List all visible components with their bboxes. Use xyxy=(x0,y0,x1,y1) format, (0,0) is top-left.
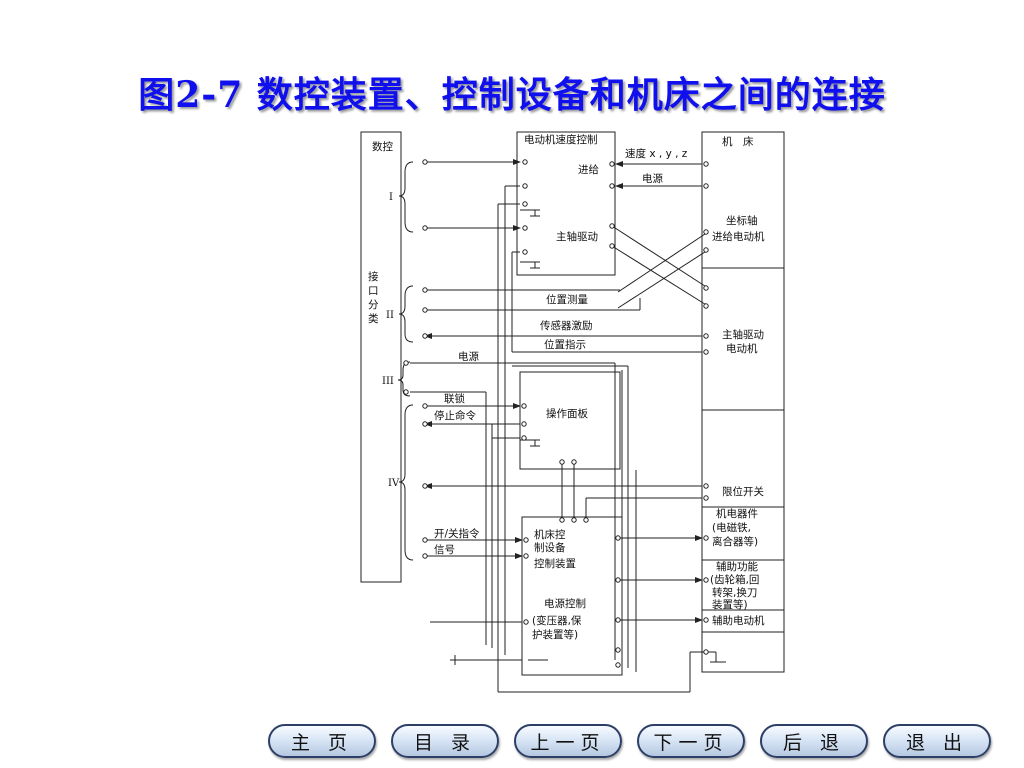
interlock-label: 联锁 xyxy=(444,392,465,405)
psu-label-1: 电源控制 xyxy=(544,597,586,610)
aux-motor-label: 辅助电动机 xyxy=(712,614,765,627)
page-title: 图2-7 数控装置、控制设备和机床之间的连接 xyxy=(138,74,886,116)
coord-axis-label: 坐标轴 xyxy=(726,214,758,227)
nc-box xyxy=(360,131,402,583)
limit-switch-label: 限位开关 xyxy=(722,485,764,498)
interface-label-2: 口 xyxy=(368,285,379,297)
interface-label-3: 分 xyxy=(368,299,379,311)
exit-button[interactable]: 退 出 xyxy=(883,724,991,758)
speed-xyz-label: 速度 x , y , z xyxy=(625,147,688,160)
machine-tool-title: 机 床 xyxy=(722,135,754,148)
prev-page-button[interactable]: 上一页 xyxy=(514,724,622,758)
electromech-label-1: 机电器件 xyxy=(716,507,758,520)
navigation-bar: 主 页 目 录 上一页 下一页 后 退 退 出 xyxy=(268,724,998,762)
home-button[interactable]: 主 页 xyxy=(268,724,376,758)
speed-control-box xyxy=(516,131,616,276)
signal-label: 信号 xyxy=(434,544,455,556)
spindle-drive-label: 主轴驱动 xyxy=(556,230,598,243)
position-measure-label: 位置测量 xyxy=(546,293,588,306)
aux-label-1: 辅助功能 xyxy=(716,560,758,573)
next-page-button[interactable]: 下一页 xyxy=(637,724,745,758)
aux-label-2: (齿轮箱,回 xyxy=(710,573,759,586)
operator-panel-box xyxy=(519,371,621,470)
mt-ctrl-label-1: 机床控 xyxy=(534,528,566,541)
spindle-motor-label-1: 主轴驱动 xyxy=(722,328,764,341)
mt-ctrl-label-3: 控制装置 xyxy=(534,557,576,570)
operator-panel-label: 操作面板 xyxy=(546,407,588,420)
power2-label: 电源 xyxy=(458,350,479,363)
group-ii-label: II xyxy=(386,310,394,321)
position-indicate-label: 位置指示 xyxy=(544,338,586,351)
feed-label: 进给 xyxy=(578,163,599,176)
power-label: 电源 xyxy=(642,172,663,185)
mt-ctrl-label-2: 制设备 xyxy=(534,541,566,554)
psu-label-2: (变压器,保 xyxy=(532,614,582,627)
group-i-label: I xyxy=(389,192,393,203)
aux-label-4: 装置等) xyxy=(712,598,748,611)
back-button[interactable]: 后 退 xyxy=(760,724,868,758)
aux-label-3: 转架,换刀 xyxy=(712,586,757,599)
electromech-label-3: 离合器等) xyxy=(712,535,758,548)
spindle-motor-label-2: 电动机 xyxy=(726,342,758,355)
sensor-excite-label: 传感器激励 xyxy=(540,319,593,332)
group-iv-label: IV xyxy=(388,478,400,489)
interface-label-4: 类 xyxy=(368,312,379,325)
group-iii-label: III xyxy=(382,376,394,387)
nc-label: 数控 xyxy=(372,140,393,153)
feed-motor-label: 进给电动机 xyxy=(712,230,765,243)
electromech-label-2: (电磁铁, xyxy=(712,521,751,534)
contents-button[interactable]: 目 录 xyxy=(391,724,499,758)
speed-control-title: 电动机速度控制 xyxy=(524,133,598,146)
psu-label-3: 护装置等) xyxy=(532,628,578,641)
onoff-cmd-label: 开/关指令 xyxy=(434,527,480,540)
interface-label-1: 接 xyxy=(368,270,379,283)
machine-tool-box xyxy=(701,131,785,673)
stop-cmd-label: 停止命令 xyxy=(434,409,476,422)
